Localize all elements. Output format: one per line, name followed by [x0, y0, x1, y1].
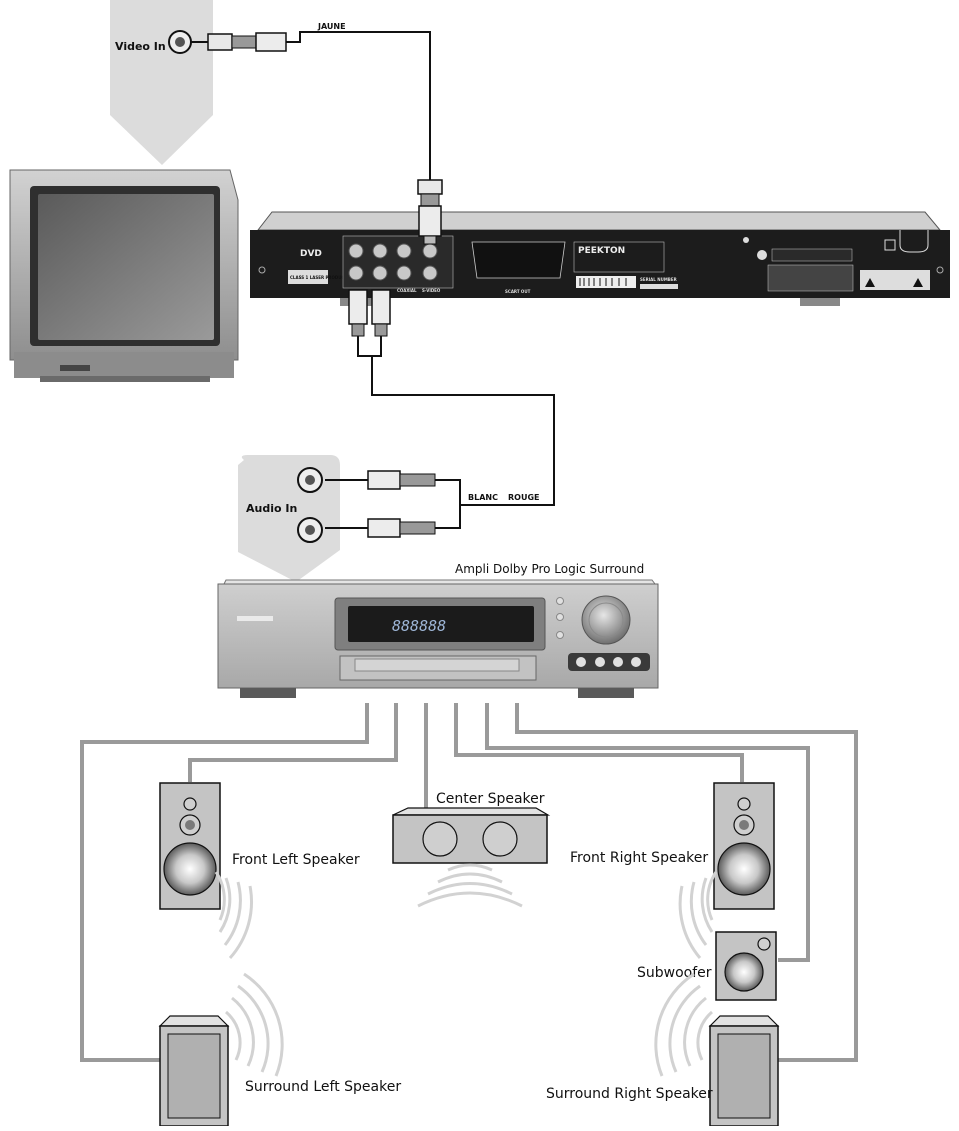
front-left-speaker [159, 782, 221, 910]
video-in-jack [168, 30, 192, 54]
front-left-sound-waves [214, 871, 253, 960]
wire-surround-left [80, 703, 369, 1062]
wire-surround-right [515, 703, 858, 1062]
audio-in-panel [238, 455, 340, 582]
audio-in-jacks [297, 467, 323, 543]
barcode [579, 278, 627, 286]
amplifier-display: 888888 [392, 617, 446, 635]
surround-right-sound-waves [654, 972, 714, 1077]
front-left-speaker-label: Front Left Speaker [232, 852, 360, 868]
rca-jacks [348, 243, 438, 281]
surround-right-speaker [708, 1015, 780, 1127]
laser-label: CLASS 1 LASER PRODUCT [290, 275, 347, 280]
speaker-wires [80, 703, 858, 1062]
center-speaker [392, 807, 551, 864]
serial-number-label: SERIAL NUMBER [640, 277, 677, 282]
dvd-logo: DVD [300, 249, 322, 259]
amplifier: 888888 [217, 579, 659, 698]
center-speaker-label: Center Speaker [436, 791, 545, 807]
surround-left-sound-waves [224, 972, 284, 1077]
video-in-label: Video In [115, 40, 166, 53]
blanc-label: BLANC [468, 493, 498, 502]
scart-out-label: SCART OUT [505, 289, 531, 294]
coaxial-label: COAXIAL [397, 288, 417, 293]
wire-subwoofer [485, 703, 810, 962]
front-right-sound-waves [678, 871, 718, 959]
jaune-label: JAUNE [317, 22, 346, 31]
wire-front-left [188, 703, 398, 782]
surround-left-speaker [158, 1015, 230, 1127]
audio-cable [325, 289, 555, 538]
front-right-speaker [713, 782, 775, 910]
s-video-label: S-VIDEO [422, 288, 441, 293]
subwoofer [715, 931, 777, 1001]
center-sound-waves [417, 863, 523, 908]
subwoofer-label: Subwoofer [637, 965, 712, 981]
audio-in-label: Audio In [246, 502, 297, 515]
brand-label: PEEKTON [578, 246, 625, 256]
video-in-panel [110, 0, 213, 165]
wire-front-right [454, 703, 744, 782]
surround-left-speaker-label: Surround Left Speaker [245, 1079, 401, 1095]
rouge-label: ROUGE [508, 493, 540, 502]
front-right-speaker-label: Front Right Speaker [570, 850, 708, 866]
surround-right-speaker-label: Surround Right Speaker [546, 1086, 713, 1102]
video-cable [188, 31, 443, 245]
television [9, 169, 239, 382]
amplifier-label: Ampli Dolby Pro Logic Surround [455, 562, 644, 576]
